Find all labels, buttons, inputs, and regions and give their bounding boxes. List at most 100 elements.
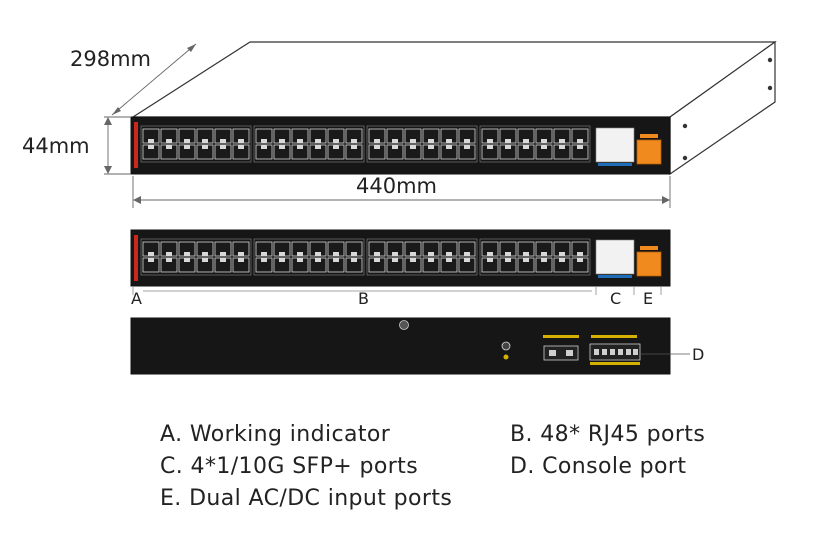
port-group-frame — [140, 238, 252, 276]
side-screw — [767, 85, 773, 91]
rj45-port-latch — [523, 258, 529, 262]
callout-a: A — [131, 289, 142, 308]
rj45-port-latch — [297, 258, 303, 262]
dimension-lines — [104, 43, 671, 208]
width-label: 440mm — [356, 174, 437, 198]
rj45-port-latch — [541, 145, 547, 149]
rj45-port-latch — [505, 258, 511, 262]
rj45-port-latch — [410, 258, 416, 262]
rj45-port-latch — [351, 139, 357, 143]
sfp-block — [595, 239, 635, 278]
rj45-port-latch — [238, 258, 244, 262]
rj45-port-latch — [315, 252, 321, 256]
legend-row: C. 4*1/10G SFP+ ports D. Console port — [160, 450, 800, 482]
rj45-port-latch — [279, 252, 285, 256]
sfp-block — [595, 127, 635, 166]
rj45-port-latch — [261, 139, 267, 143]
rj45-port-latch — [523, 252, 529, 256]
rj45-port-latch — [202, 258, 208, 262]
port-group-frame — [140, 125, 252, 163]
rj45-port-latch — [202, 145, 208, 149]
port-group-frame — [366, 238, 478, 276]
power-module — [636, 246, 662, 277]
power-input-label — [543, 335, 579, 338]
rj45-port-latch — [351, 252, 357, 256]
rj45-port-latch — [279, 139, 285, 143]
callout-lines — [132, 287, 662, 295]
rj45-port-latch — [184, 139, 190, 143]
rj45-port-latch — [577, 139, 583, 143]
rj45-port-latch — [166, 252, 172, 256]
side-screw — [682, 155, 688, 161]
rj45-port-latch — [220, 258, 226, 262]
rj45-port-latch — [374, 258, 380, 262]
rj45-port-latch — [464, 145, 470, 149]
rj45-port-latch — [184, 258, 190, 262]
rj45-port-latch — [541, 139, 547, 143]
grounding-terminal — [501, 341, 511, 351]
rj45-port-latch — [220, 145, 226, 149]
rj45-port-latch — [559, 252, 565, 256]
rj45-port-latch — [238, 252, 244, 256]
rj45-port-latch — [374, 145, 380, 149]
rj45-port-latch — [148, 145, 154, 149]
rj45-port-latch — [333, 139, 339, 143]
rj45-port-latch — [577, 252, 583, 256]
port-group-frame — [253, 238, 365, 276]
rj45-port-latch — [351, 145, 357, 149]
rj45-port-latch — [297, 145, 303, 149]
rj45-port-latch — [166, 139, 172, 143]
rj45-port-latch — [392, 139, 398, 143]
rj45-port-latch — [541, 252, 547, 256]
rj45-port-latch — [315, 139, 321, 143]
rj45-port-latch — [523, 139, 529, 143]
working-indicator — [134, 122, 138, 168]
rj45-port-latch — [392, 145, 398, 149]
rj45-port-latch — [428, 252, 434, 256]
power-module — [636, 134, 662, 165]
rj45-port-latch — [446, 252, 452, 256]
height-label: 44mm — [22, 134, 90, 158]
rj45-port-latch — [505, 145, 511, 149]
side-screw — [682, 123, 688, 129]
rj45-port-latch — [428, 145, 434, 149]
callout-d: D — [692, 345, 704, 364]
rj45-port-latch — [541, 258, 547, 262]
rj45-port-latch — [184, 145, 190, 149]
rj45-port-latch — [446, 139, 452, 143]
legend-b: B. 48* RJ45 ports — [510, 421, 706, 447]
rj45-port-latch — [351, 258, 357, 262]
legend-row: A. Working indicator B. 48* RJ45 ports — [160, 418, 800, 450]
rj45-port-latch — [238, 139, 244, 143]
rj45-port-latch — [315, 145, 321, 149]
rj45-port-latch — [410, 252, 416, 256]
rj45-port-latch — [487, 139, 493, 143]
rj45-port-latch — [261, 252, 267, 256]
switch-rear-view — [130, 317, 671, 375]
rj45-port-latch — [446, 258, 452, 262]
legend: A. Working indicator B. 48* RJ45 ports C… — [160, 418, 800, 514]
rj45-port-latch — [577, 145, 583, 149]
rj45-port-latch — [392, 258, 398, 262]
rj45-port-latch — [374, 139, 380, 143]
port-group-frame — [479, 238, 591, 276]
rj45-port-latch — [261, 258, 267, 262]
power-input-connector — [543, 345, 579, 361]
rj45-port-latch — [202, 139, 208, 143]
ground-screw — [399, 320, 409, 330]
rj45-port-latch — [374, 252, 380, 256]
rj45-port-latch — [446, 145, 452, 149]
switch-front-view — [130, 229, 671, 287]
callout-c: C — [610, 289, 621, 308]
rj45-port-latch — [428, 258, 434, 262]
legend-c: C. 4*1/10G SFP+ ports — [160, 453, 419, 479]
rj45-port-latch — [238, 145, 244, 149]
rj45-port-latch — [464, 139, 470, 143]
console-label — [591, 335, 637, 338]
rj45-port-latch — [487, 145, 493, 149]
rj45-port-latch — [333, 145, 339, 149]
rj45-port-latch — [315, 258, 321, 262]
rj45-port-latch — [559, 139, 565, 143]
rj45-port-latch — [523, 145, 529, 149]
rj45-port-latch — [297, 139, 303, 143]
